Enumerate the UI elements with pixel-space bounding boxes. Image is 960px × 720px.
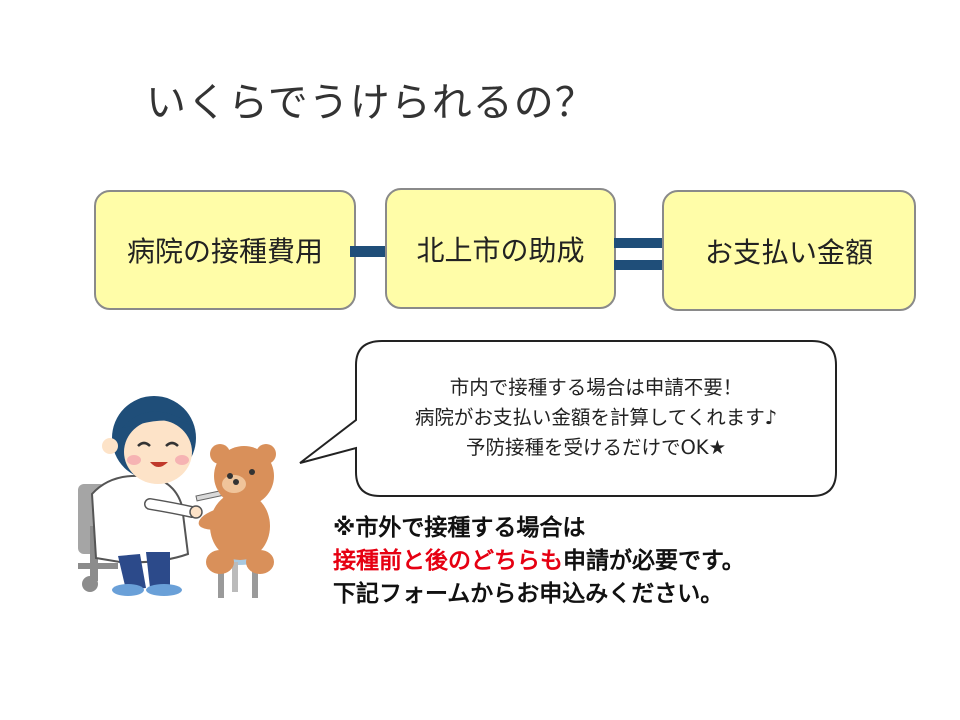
- notice-line-3: 下記フォームからお申込みください。: [333, 581, 724, 607]
- doctor-icon: [90, 396, 239, 596]
- notice-line-2-rest: 申請が必要です。: [563, 548, 745, 574]
- hospital-fee-label: 病院の接種費用: [126, 235, 323, 268]
- outside-city-notice: ※市外で接種する場合は 接種前と後のどちらも申請が必要です。 下記フォームからお…: [333, 512, 745, 611]
- city-subsidy-label: 北上市の助成: [416, 233, 585, 267]
- equals-bar-top: [614, 238, 662, 248]
- city-subsidy-box: 北上市の助成: [385, 188, 616, 309]
- equals-bar-bottom: [614, 260, 662, 270]
- bubble-message: 市内で接種する場合は申請不要！ 病院がお支払い金額を計算してくれます♪ 予防接種…: [356, 340, 836, 496]
- doctor-vaccinating-bear-illustration: [78, 396, 276, 598]
- payment-amount-box: お支払い金額: [662, 190, 916, 311]
- hospital-fee-box: 病院の接種費用: [94, 190, 356, 310]
- minus-operator: [350, 246, 386, 257]
- bubble-line-1: 市内で接種する場合は申請不要！: [449, 376, 743, 399]
- notice-line-1: ※市外で接種する場合は: [333, 515, 586, 541]
- bubble-line-2: 病院がお支払い金額を計算してくれます♪: [414, 406, 778, 429]
- teddy-bear-icon: [198, 444, 276, 574]
- payment-amount-label: お支払い金額: [704, 235, 873, 269]
- bubble-line-3: 予防接種を受けるだけでOK★: [465, 436, 727, 459]
- notice-highlight: 接種前と後のどちらも: [333, 548, 563, 574]
- page-title: いくらでうけられるの？: [146, 80, 596, 126]
- notice-line-2: 接種前と後のどちらも申請が必要です。: [333, 545, 745, 578]
